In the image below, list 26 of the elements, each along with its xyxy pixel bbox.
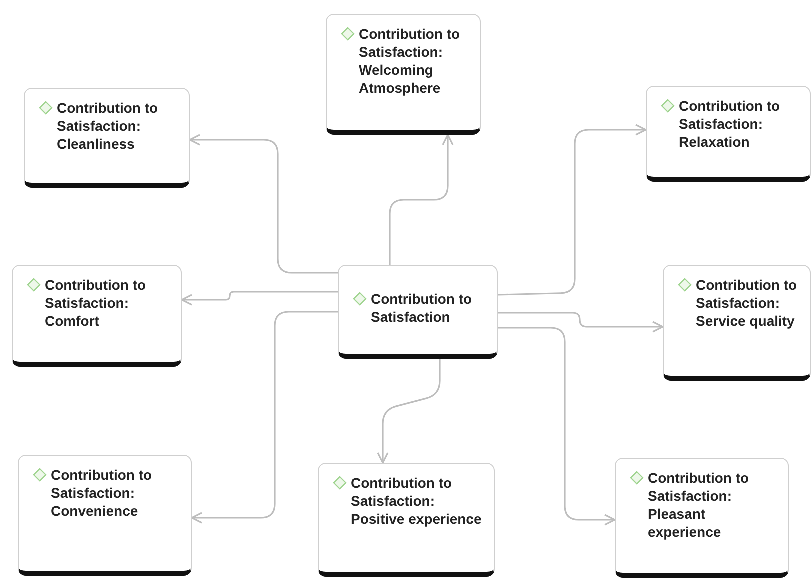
topic-card [318,463,495,577]
arrow [377,359,441,464]
topic-card [24,88,190,188]
card-title: Contribution to Satisfaction: Positive experience [351,474,483,528]
topic-card [615,458,789,578]
arrow [191,311,338,524]
arrow [189,134,338,274]
topic-card [326,14,481,135]
topic-card [663,265,811,381]
topic-card [338,265,498,359]
arrow [389,134,454,265]
arrow [181,291,338,306]
card-title: Contribution to Satisfaction: Pleasant experience [648,469,750,541]
arrow [498,312,664,333]
card-title: Contribution to Satisfaction: Relaxation [679,97,782,151]
arrow [498,124,647,296]
arrow [498,327,616,526]
topic-card [12,265,182,367]
card-title: Contribution to Satisfaction: Comfort [45,276,148,330]
card-title: Contribution to Satisfaction: Convenience [51,466,154,520]
card-title: Contribution to Satisfaction [371,290,474,326]
topic-card [18,455,192,576]
card-title: Contribution to Satisfaction: Cleanliness [57,99,160,153]
topic-card [646,86,811,182]
card-title: Contribution to Satisfaction: Welcoming Atmosphere [359,25,462,97]
card-title: Contribution to Satisfaction: Service quality [696,276,798,330]
